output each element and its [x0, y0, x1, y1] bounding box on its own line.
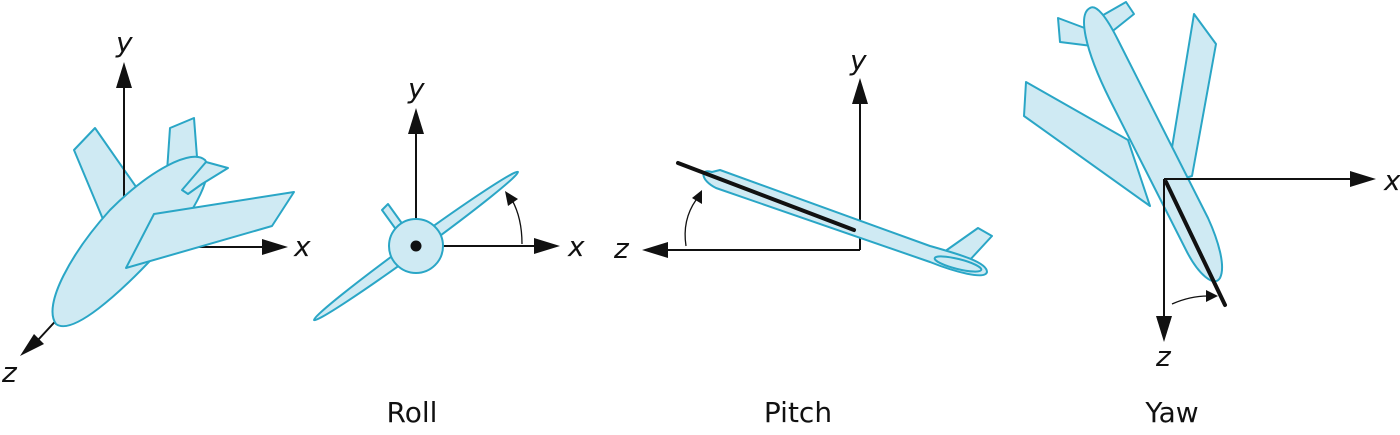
x-arrowhead — [262, 239, 288, 255]
z-arrowhead — [20, 334, 44, 356]
yaw-x-arrowhead — [1350, 171, 1376, 187]
roll-angle-arrowhead — [505, 191, 518, 206]
roll-caption: Roll — [387, 396, 438, 429]
yaw-angle-arc — [1171, 295, 1209, 305]
yaw-fuselage — [1083, 6, 1224, 283]
x-axis-label: x — [293, 230, 311, 263]
panel-pitch: y z Pitch — [613, 44, 993, 429]
pitch-wing — [933, 255, 983, 273]
roll-y-arrowhead — [408, 108, 424, 134]
yaw-angle-arrowhead — [1206, 290, 1218, 302]
pitch-angle-arc — [684, 199, 697, 247]
yaw-caption: Yaw — [1144, 396, 1198, 429]
yaw-left-wing — [1023, 81, 1151, 207]
roll-nose-dot — [410, 240, 422, 252]
pitch-y-arrowhead — [852, 78, 868, 104]
yaw-z-axis-label: z — [1155, 340, 1172, 373]
pitch-z-arrowhead — [642, 242, 668, 258]
y-arrowhead — [116, 62, 132, 88]
pitch-caption: Pitch — [764, 396, 832, 429]
panel-roll: y x Roll — [313, 72, 585, 429]
z-axis-label: z — [1, 356, 18, 389]
right-wing — [125, 191, 295, 269]
y-axis-label: y — [115, 26, 133, 59]
yaw-x-axis-label: x — [1383, 164, 1400, 197]
horizontal-stabilizer — [181, 161, 229, 195]
pitch-angle-arrowhead — [692, 190, 702, 204]
panel-axes: y x z — [1, 26, 311, 389]
panel-yaw: x z Yaw — [1023, 1, 1400, 429]
pitch-fuselage — [702, 169, 988, 277]
roll-x-axis-label: x — [567, 230, 585, 263]
roll-y-axis-label: y — [407, 72, 425, 105]
pitch-body-axis — [676, 161, 856, 232]
pitch-z-axis-label: z — [613, 232, 630, 265]
yaw-z-arrowhead — [1156, 316, 1172, 342]
roll-x-arrowhead — [534, 238, 560, 254]
roll-angle-arc — [511, 199, 523, 245]
yaw-body-axis — [1164, 180, 1227, 307]
pitch-y-axis-label: y — [849, 44, 867, 77]
